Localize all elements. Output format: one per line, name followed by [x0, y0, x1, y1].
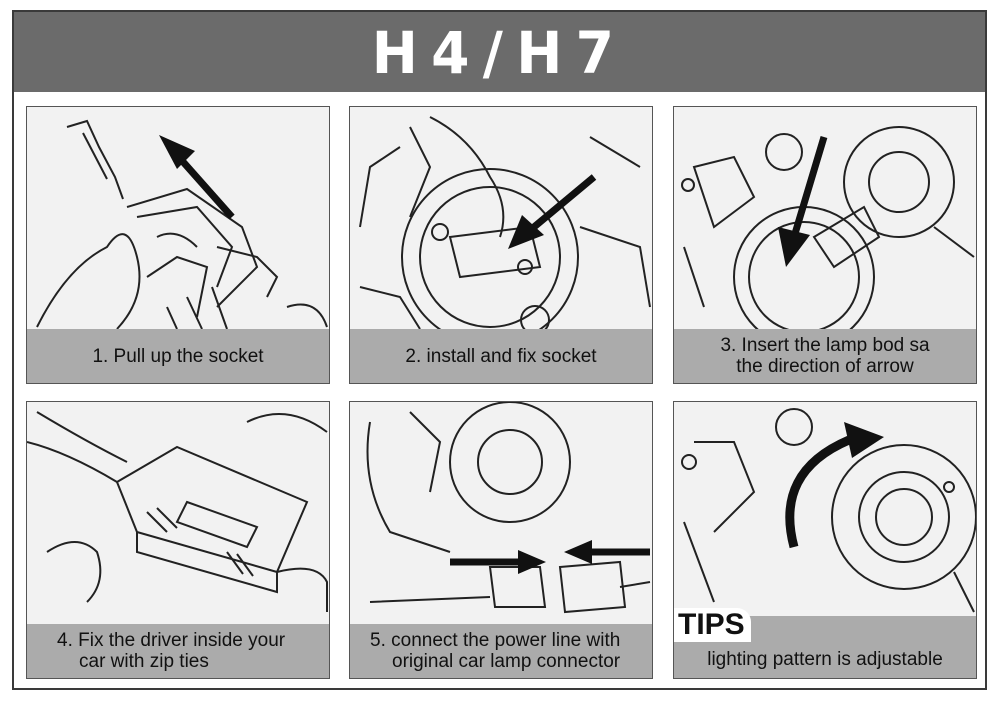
step-2-illustration [350, 107, 652, 331]
step-1-panel: 1. Pull up the socket [26, 106, 330, 384]
arrow-up-left-icon [159, 135, 235, 220]
rotate-arrow-icon [785, 422, 884, 549]
step-1-caption: 1. Pull up the socket [27, 329, 329, 383]
arrow-down-icon [778, 135, 828, 267]
step-3-illustration [674, 107, 976, 331]
arrow-down-left-icon [508, 174, 597, 249]
page-title: H4/H7 [371, 19, 628, 87]
step-1-illustration [27, 107, 329, 331]
tips-illustration [674, 402, 976, 626]
step-2-caption: 2. install and fix socket [350, 329, 652, 383]
step-3-caption: 3. Insert the lamp bod sa the direction … [674, 329, 976, 383]
step-3-panel: 3. Insert the lamp bod sa the direction … [673, 106, 977, 384]
step-4-illustration [27, 402, 329, 626]
step-5-caption: 5. connect the power line with original … [350, 624, 652, 678]
arrow-left-icon [564, 540, 650, 564]
step-4-caption: 4. Fix the driver inside your car with z… [27, 624, 329, 678]
step-2-panel: 2. install and fix socket [349, 106, 653, 384]
arrow-right-icon [450, 550, 546, 574]
step-4-panel: 4. Fix the driver inside your car with z… [26, 401, 330, 679]
title-banner: H4/H7 [14, 12, 985, 92]
tips-panel: lighting pattern is adjustable [673, 401, 977, 679]
step-5-illustration [350, 402, 652, 626]
step-5-panel: 5. connect the power line with original … [349, 401, 653, 679]
tips-caption: lighting pattern is adjustable [674, 616, 976, 678]
tips-label: TIPS [674, 608, 751, 642]
